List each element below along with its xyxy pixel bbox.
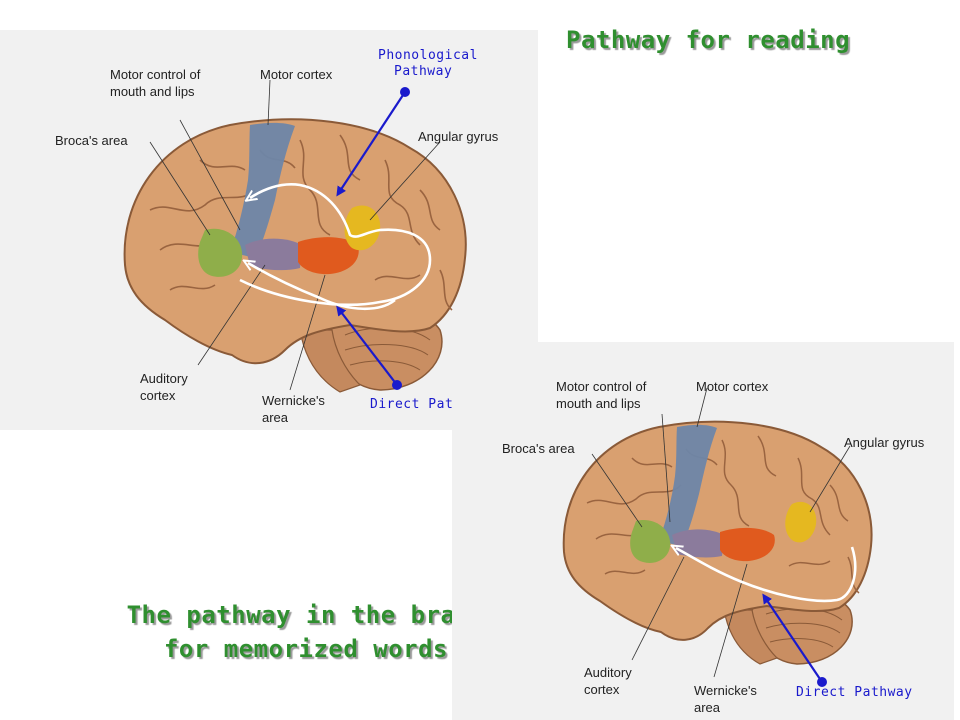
motor-control-label-line-2: mouth and lips — [110, 84, 195, 99]
brocas-area-label-bottom: Broca's area — [502, 441, 575, 456]
memorized-words-title: The pathway in the brain for memorized w… — [96, 598, 516, 666]
auditory-cortex-region — [245, 238, 302, 271]
cerebrum-shape-bottom — [562, 420, 873, 641]
motor-cortex-label: Motor cortex — [260, 67, 333, 82]
wernickes-area-label-bottom: Wernicke's area — [694, 682, 757, 716]
direct-pathway-blue-pointer — [336, 305, 402, 390]
direct-pathway-label-bottom: Direct Pathway — [796, 685, 913, 700]
brainstem-shape — [299, 329, 362, 393]
motor-cortex-region-bottom — [659, 424, 717, 546]
direct-pathway-white-arrow-bottom — [676, 547, 857, 603]
phonological-pathway-blue-pointer — [336, 87, 410, 197]
angular-gyrus-region — [344, 205, 381, 251]
wernickes-area-label: Wernicke's area — [262, 392, 325, 426]
label-leader-lines-bottom — [591, 387, 851, 678]
motor-control-label-bottom-line-2: mouth and lips — [556, 396, 641, 411]
phonological-pathway-label: Phonological Pathway — [378, 48, 478, 80]
direct-pathway-panel: Motor control of mouth and lips Motor co… — [452, 342, 954, 720]
motor-control-label-bottom-line-1: Motor control of — [556, 379, 647, 394]
auditory-cortex-label-line-2: cortex — [140, 388, 176, 403]
wernickes-area-region-bottom — [720, 527, 775, 562]
phonological-pathway-label-line-2: Pathway — [394, 64, 453, 79]
angular-gyrus-label: Angular gyrus — [418, 129, 499, 144]
direct-pathway-blue-pointer-bottom — [762, 593, 827, 687]
cerebrum-shape — [123, 118, 467, 365]
brainstem-shape-bottom — [723, 609, 779, 665]
auditory-cortex-label: Auditory cortex — [140, 370, 188, 404]
direct-pathway-white-arrow — [248, 263, 396, 311]
angular-gyrus-label-bottom: Angular gyrus — [844, 435, 925, 450]
motor-cortex-label-bottom: Motor cortex — [696, 379, 769, 394]
auditory-cortex-region-bottom — [672, 529, 724, 558]
brocas-area-region — [198, 228, 243, 277]
angular-gyrus-region-bottom — [785, 501, 817, 543]
motor-control-label-bottom: Motor control of mouth and lips — [556, 378, 646, 412]
auditory-cortex-label-bottom: Auditory cortex — [584, 664, 632, 698]
memorized-words-title-line-1: The pathway in the brain — [126, 601, 486, 629]
wernickes-area-region — [298, 237, 359, 275]
auditory-cortex-label-line-1: Auditory — [140, 371, 188, 386]
phonological-pathway-panel: Motor control of mouth and lips Motor co… — [0, 30, 538, 430]
brain-regions — [198, 122, 381, 277]
pathway-for-reading-title: Pathway for reading — [566, 26, 851, 54]
wernickes-area-label-line-1: Wernicke's — [262, 393, 325, 408]
brain-regions-bottom — [630, 424, 817, 563]
brocas-area-region-bottom — [630, 520, 671, 563]
brocas-area-label: Broca's area — [55, 133, 128, 148]
phonological-pathway-label-line-1: Phonological — [378, 48, 478, 63]
memorized-words-title-line-2: for memorized words — [163, 635, 449, 663]
auditory-cortex-label-bottom-line-2: cortex — [584, 682, 620, 697]
wernickes-area-label-bottom-line-1: Wernicke's — [694, 683, 757, 698]
motor-control-label: Motor control of mouth and lips — [110, 66, 200, 100]
phonological-pathway-white-arrow — [239, 183, 432, 307]
wernickes-area-label-line-2: area — [262, 410, 289, 425]
brain-diagram-bottom — [562, 387, 873, 687]
label-leader-lines — [149, 79, 441, 391]
wernickes-area-label-bottom-line-2: area — [694, 700, 721, 715]
auditory-cortex-label-bottom-line-1: Auditory — [584, 665, 632, 680]
brain-diagram-top — [123, 79, 467, 393]
motor-control-label-line-1: Motor control of — [110, 67, 201, 82]
